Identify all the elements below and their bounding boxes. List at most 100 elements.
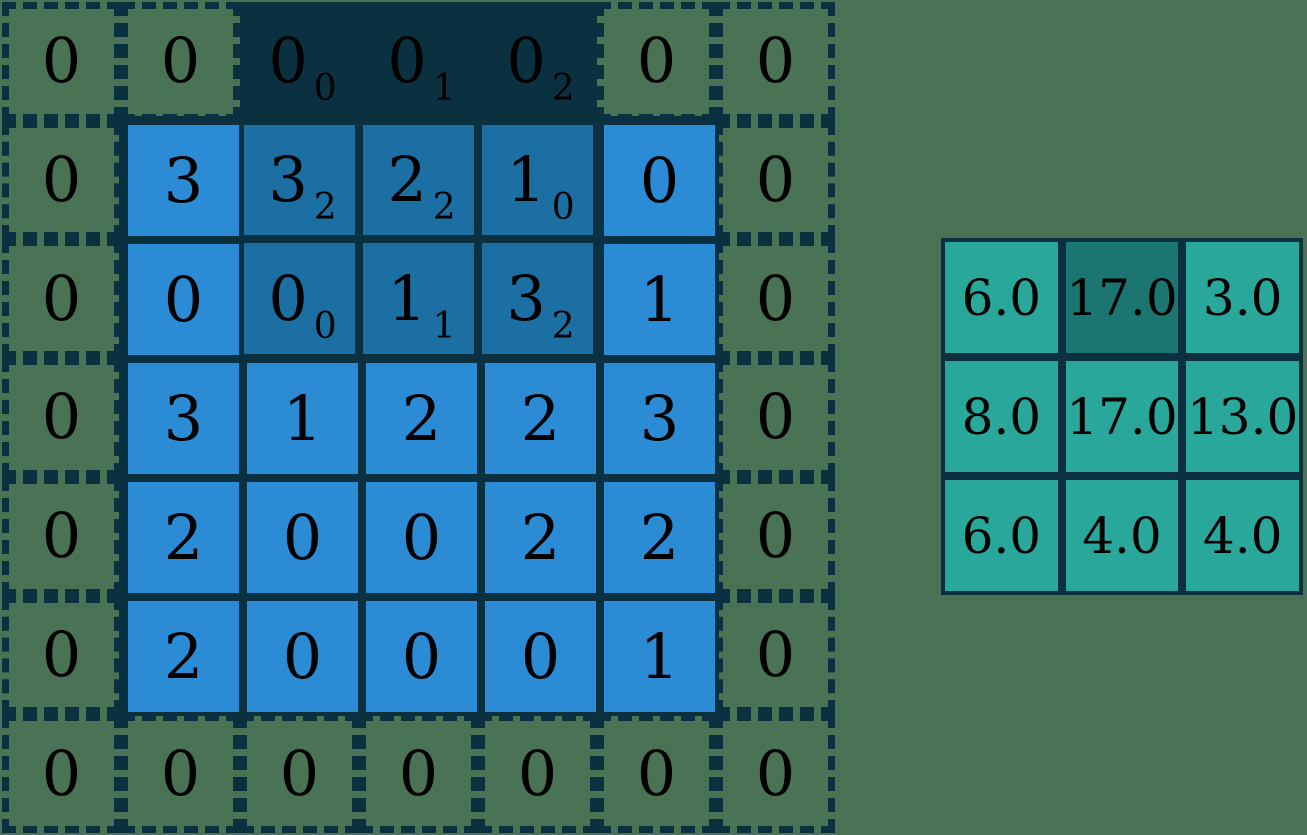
input-cell-r3-c1: 0	[243, 478, 362, 597]
kernel-cell-weight-subscript: 1	[432, 68, 456, 110]
input-cell-r4-c3: 0	[481, 597, 600, 716]
input-cell-r3-c0: 2	[124, 478, 243, 597]
padded-cell-value: 0	[41, 24, 82, 98]
kernel-cell-weight-subscript: 1	[432, 305, 456, 347]
output-cell-r2-c0: 6.0	[941, 476, 1062, 595]
input-cell-r2-c4: 3	[600, 359, 719, 478]
padded-cell-value: 0	[41, 380, 82, 454]
kernel-cell-value: 2	[387, 143, 427, 217]
kernel-cell-weight-subscript: 2	[432, 187, 456, 229]
kernel-cell-value: 1	[506, 143, 546, 217]
kernel-cell-value: 0	[506, 24, 546, 98]
padded-cell-value: 0	[41, 499, 82, 573]
padded-cell-value: 0	[755, 736, 796, 810]
input-cell-value: 2	[401, 381, 442, 455]
padded-cell-value: 0	[755, 261, 796, 335]
input-cell-r0-c4: 0	[600, 121, 719, 240]
padded-cell-value: 0	[398, 736, 439, 810]
padded-cell-value: 0	[636, 736, 677, 810]
input-cell-r2-c1: 1	[243, 359, 362, 478]
kernel-cell-weight-subscript: 2	[313, 187, 337, 229]
input-cell-value: 1	[282, 381, 323, 455]
kernel-cell-weight-subscript: 2	[551, 68, 575, 110]
padded-cell-r2-c0: 0	[2, 239, 121, 359]
padded-cell-value: 0	[279, 736, 320, 810]
output-cell-r2-c1: 4.0	[1061, 476, 1183, 595]
input-cell-r1-c4: 1	[600, 240, 719, 359]
kernel-cell-weight-subscript: 0	[313, 305, 337, 347]
output-cell-value: 17.0	[1066, 387, 1178, 446]
padded-cell-r6-c1: 0	[121, 714, 240, 833]
padded-cell-r3-c0: 0	[2, 358, 121, 477]
output-cell-r2-c2: 4.0	[1182, 476, 1303, 595]
padded-cell-r5-c0: 0	[2, 595, 121, 715]
kernel-cell-weight-subscript: 2	[551, 305, 575, 347]
input-cell-value: 2	[163, 619, 204, 693]
input-cell-value: 0	[520, 619, 561, 693]
input-cell-value: 2	[520, 500, 561, 574]
input-cell-value: 3	[639, 381, 680, 455]
padded-cell-r6-c2: 0	[240, 714, 359, 833]
padded-cell-value: 0	[41, 143, 82, 217]
input-cell-r2-c0: 3	[124, 359, 243, 478]
output-cell-value: 13.0	[1186, 387, 1299, 446]
output-cell-r1-c0: 8.0	[941, 357, 1062, 476]
output-cell-r0-c2: 3.0	[1182, 238, 1303, 357]
input-cell-value: 0	[163, 262, 204, 336]
input-cell-value: 0	[282, 500, 323, 574]
padded-cell-value: 0	[755, 499, 796, 573]
padded-cell-value: 0	[160, 24, 201, 98]
input-cell-value: 0	[401, 500, 442, 574]
input-cell-r3-c4: 2	[600, 478, 719, 597]
kernel-cell-value: 3	[268, 143, 308, 217]
input-cell-value: 1	[639, 262, 680, 336]
padded-cell-r2-c6: 0	[716, 239, 835, 359]
input-cell-value: 3	[163, 381, 204, 455]
kernel-cell-value: 3	[506, 261, 546, 335]
padded-cell-r0-c1: 0	[121, 2, 240, 121]
input-cell-r4-c2: 0	[362, 597, 481, 716]
input-cell-r3-c3: 2	[481, 478, 600, 597]
padded-cell-r5-c6: 0	[716, 595, 835, 715]
input-cell-value: 2	[520, 381, 561, 455]
kernel-cell-value: 0	[268, 24, 308, 98]
output-cell-value: 4.0	[1202, 506, 1283, 565]
padded-cell-value: 0	[517, 736, 558, 810]
input-cell-r1-c0: 0	[124, 240, 243, 359]
output-cell-value: 17.0	[1066, 268, 1178, 327]
input-cell-value: 0	[401, 619, 442, 693]
padded-cell-r4-c6: 0	[716, 476, 835, 596]
output-cell-r1-c2: 13.0	[1182, 357, 1303, 476]
input-cell-r0-c0: 3	[124, 121, 243, 240]
padded-cell-value: 0	[636, 24, 677, 98]
input-cell-r4-c4: 1	[600, 597, 719, 716]
padded-cell-value: 0	[755, 617, 796, 691]
padded-cell-value: 0	[160, 736, 201, 810]
kernel-cell-weight-subscript: 0	[313, 68, 337, 110]
padded-cell-r3-c6: 0	[716, 358, 835, 477]
padded-cell-r4-c0: 0	[2, 476, 121, 596]
kernel-cell-value: 1	[387, 261, 427, 335]
padded-cell-value: 0	[755, 24, 796, 98]
padded-cell-r6-c3: 0	[359, 714, 478, 833]
padded-cell-r0-c5: 0	[597, 2, 716, 121]
padded-cell-r6-c5: 0	[597, 714, 716, 833]
input-cell-r4-c0: 2	[124, 597, 243, 716]
output-cell-r0-c1: 17.0	[1061, 238, 1183, 357]
padded-cell-r0-c6: 0	[716, 2, 835, 121]
input-cell-value: 0	[282, 619, 323, 693]
output-cell-value: 4.0	[1082, 506, 1162, 565]
input-cell-value: 3	[163, 143, 204, 217]
padded-cell-r1-c6: 0	[716, 120, 835, 240]
padded-cell-value: 0	[41, 736, 82, 810]
input-cell-value: 2	[639, 500, 680, 574]
